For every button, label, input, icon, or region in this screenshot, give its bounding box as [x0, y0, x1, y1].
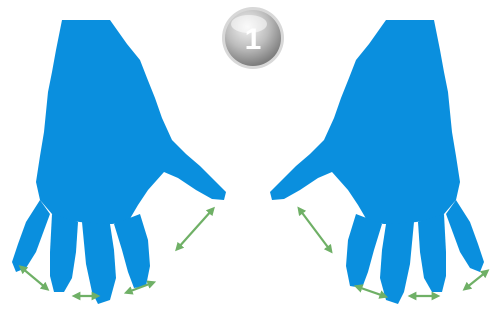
left-pinky-finger — [12, 200, 50, 272]
double-headed-arrow-icon — [466, 272, 486, 288]
left-ring-finger — [50, 214, 78, 292]
right-ring-finger — [418, 214, 446, 292]
left-palm — [36, 20, 226, 224]
double-headed-arrow-icon — [358, 287, 384, 296]
double-headed-arrow-icon — [22, 268, 46, 288]
step-number: 1 — [245, 23, 262, 56]
left-middle-finger — [82, 222, 116, 304]
right-pinky-finger — [446, 200, 484, 272]
right-hand-icon — [270, 20, 484, 304]
left-index-finger — [114, 214, 150, 288]
double-headed-arrow-icon — [178, 210, 212, 248]
step-number-badge: 1 — [222, 7, 284, 69]
left-hand-icon — [12, 20, 226, 304]
right-palm — [270, 20, 460, 224]
right-index-finger — [346, 214, 382, 288]
right-middle-finger — [380, 222, 414, 304]
double-headed-arrow-icon — [300, 210, 330, 250]
